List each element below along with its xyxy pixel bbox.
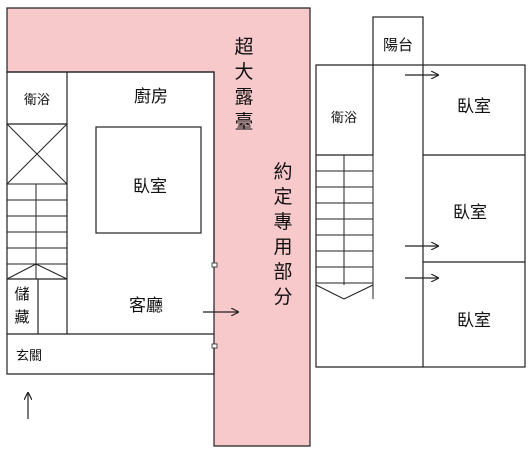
- right-bedroom-bottom-label: 臥室: [457, 311, 491, 331]
- reserved-area-label-char: 部: [273, 261, 292, 283]
- left-staircase: [6, 183, 68, 280]
- storage-label-1: 儲: [14, 285, 29, 303]
- door-marker-lower: [211, 343, 218, 349]
- right-bedroom-top-label: 臥室: [457, 97, 491, 117]
- storage-label-2: 藏: [14, 308, 29, 326]
- balcony-label: 陽台: [383, 36, 413, 54]
- door-marker-upper: [211, 262, 218, 268]
- left-bedroom-box: [95, 126, 202, 234]
- terrace-label-char: 大: [234, 61, 253, 83]
- terrace-label-char: 超: [234, 36, 253, 58]
- duct-box: [6, 123, 68, 185]
- terrace-label-char: 露: [234, 86, 253, 108]
- reserved-area-label-char: 定: [273, 186, 292, 208]
- living-room-label: 客廳: [129, 296, 163, 316]
- kitchen-label: 廚房: [134, 86, 168, 107]
- terrace-area: [6, 7, 311, 447]
- reserved-area-label-char: 約: [273, 161, 292, 183]
- left-bedroom-label: 臥室: [133, 177, 167, 197]
- right-unit: [315, 16, 526, 368]
- reserved-area-label-char: 分: [273, 286, 292, 308]
- reserved-area-label-char: 專: [273, 211, 292, 233]
- left-unit: [6, 71, 215, 375]
- left-bath-label: 衛浴: [24, 93, 50, 108]
- right-bath-label: 衛浴: [331, 111, 357, 126]
- right-bedroom-mid-label: 臥室: [453, 203, 487, 223]
- left-unit-walls: [7, 72, 214, 335]
- entrance-label: 玄關: [16, 349, 42, 364]
- terrace-label-char: 臺: [234, 111, 253, 133]
- right-staircase: [315, 155, 374, 300]
- reserved-area-label-char: 用: [273, 236, 292, 258]
